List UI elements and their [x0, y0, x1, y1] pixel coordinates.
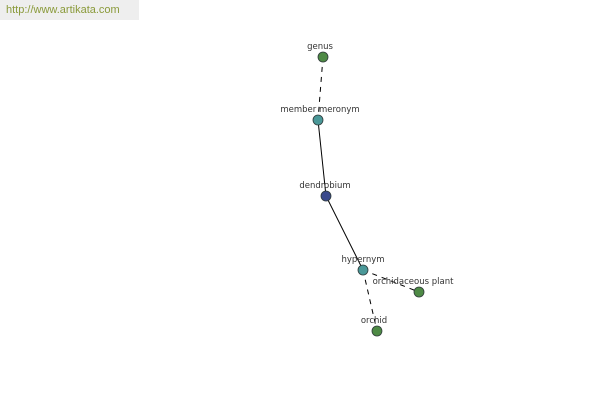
- edge-member_meronym-dendrobium: [317, 119, 327, 197]
- node-label-hypernym: hypernym: [341, 255, 384, 265]
- edge-layer: [317, 56, 420, 332]
- node-dendrobium[interactable]: dendrobium: [299, 181, 351, 202]
- node-layer: genus member meronym dendrobium hypernym orc…: [280, 42, 455, 337]
- node-hypernym[interactable]: hypernym: [341, 255, 385, 276]
- edge-genus-member_meronym: [317, 56, 324, 121]
- node-orchid[interactable]: orchid: [361, 316, 387, 337]
- node-dot-orchid[interactable]: [371, 325, 383, 337]
- edge-dendrobium-hypernym: [325, 195, 364, 271]
- node-dot-dendrobium[interactable]: [320, 190, 332, 202]
- node-orchidaceous_plant[interactable]: orchidaceous plant: [373, 277, 455, 298]
- node-dot-genus[interactable]: [317, 51, 329, 63]
- edge-hypernym-orchidaceous_plant: [362, 269, 420, 293]
- node-member_meronym[interactable]: member meronym: [280, 105, 360, 126]
- node-label-genus: genus: [307, 42, 333, 52]
- node-label-orchid: orchid: [361, 316, 387, 326]
- watermark-link[interactable]: http://www.artikata.com: [0, 0, 139, 20]
- edge-hypernym-orchid: [362, 269, 378, 332]
- node-dot-orchidaceous_plant[interactable]: [413, 286, 425, 298]
- node-label-orchidaceous_plant: orchidaceous plant: [373, 277, 455, 287]
- node-dot-member_meronym[interactable]: [312, 114, 324, 126]
- node-label-dendrobium: dendrobium: [299, 181, 350, 191]
- node-genus[interactable]: genus: [307, 42, 333, 63]
- node-label-member_meronym: member meronym: [280, 105, 359, 115]
- node-dot-hypernym[interactable]: [357, 264, 369, 276]
